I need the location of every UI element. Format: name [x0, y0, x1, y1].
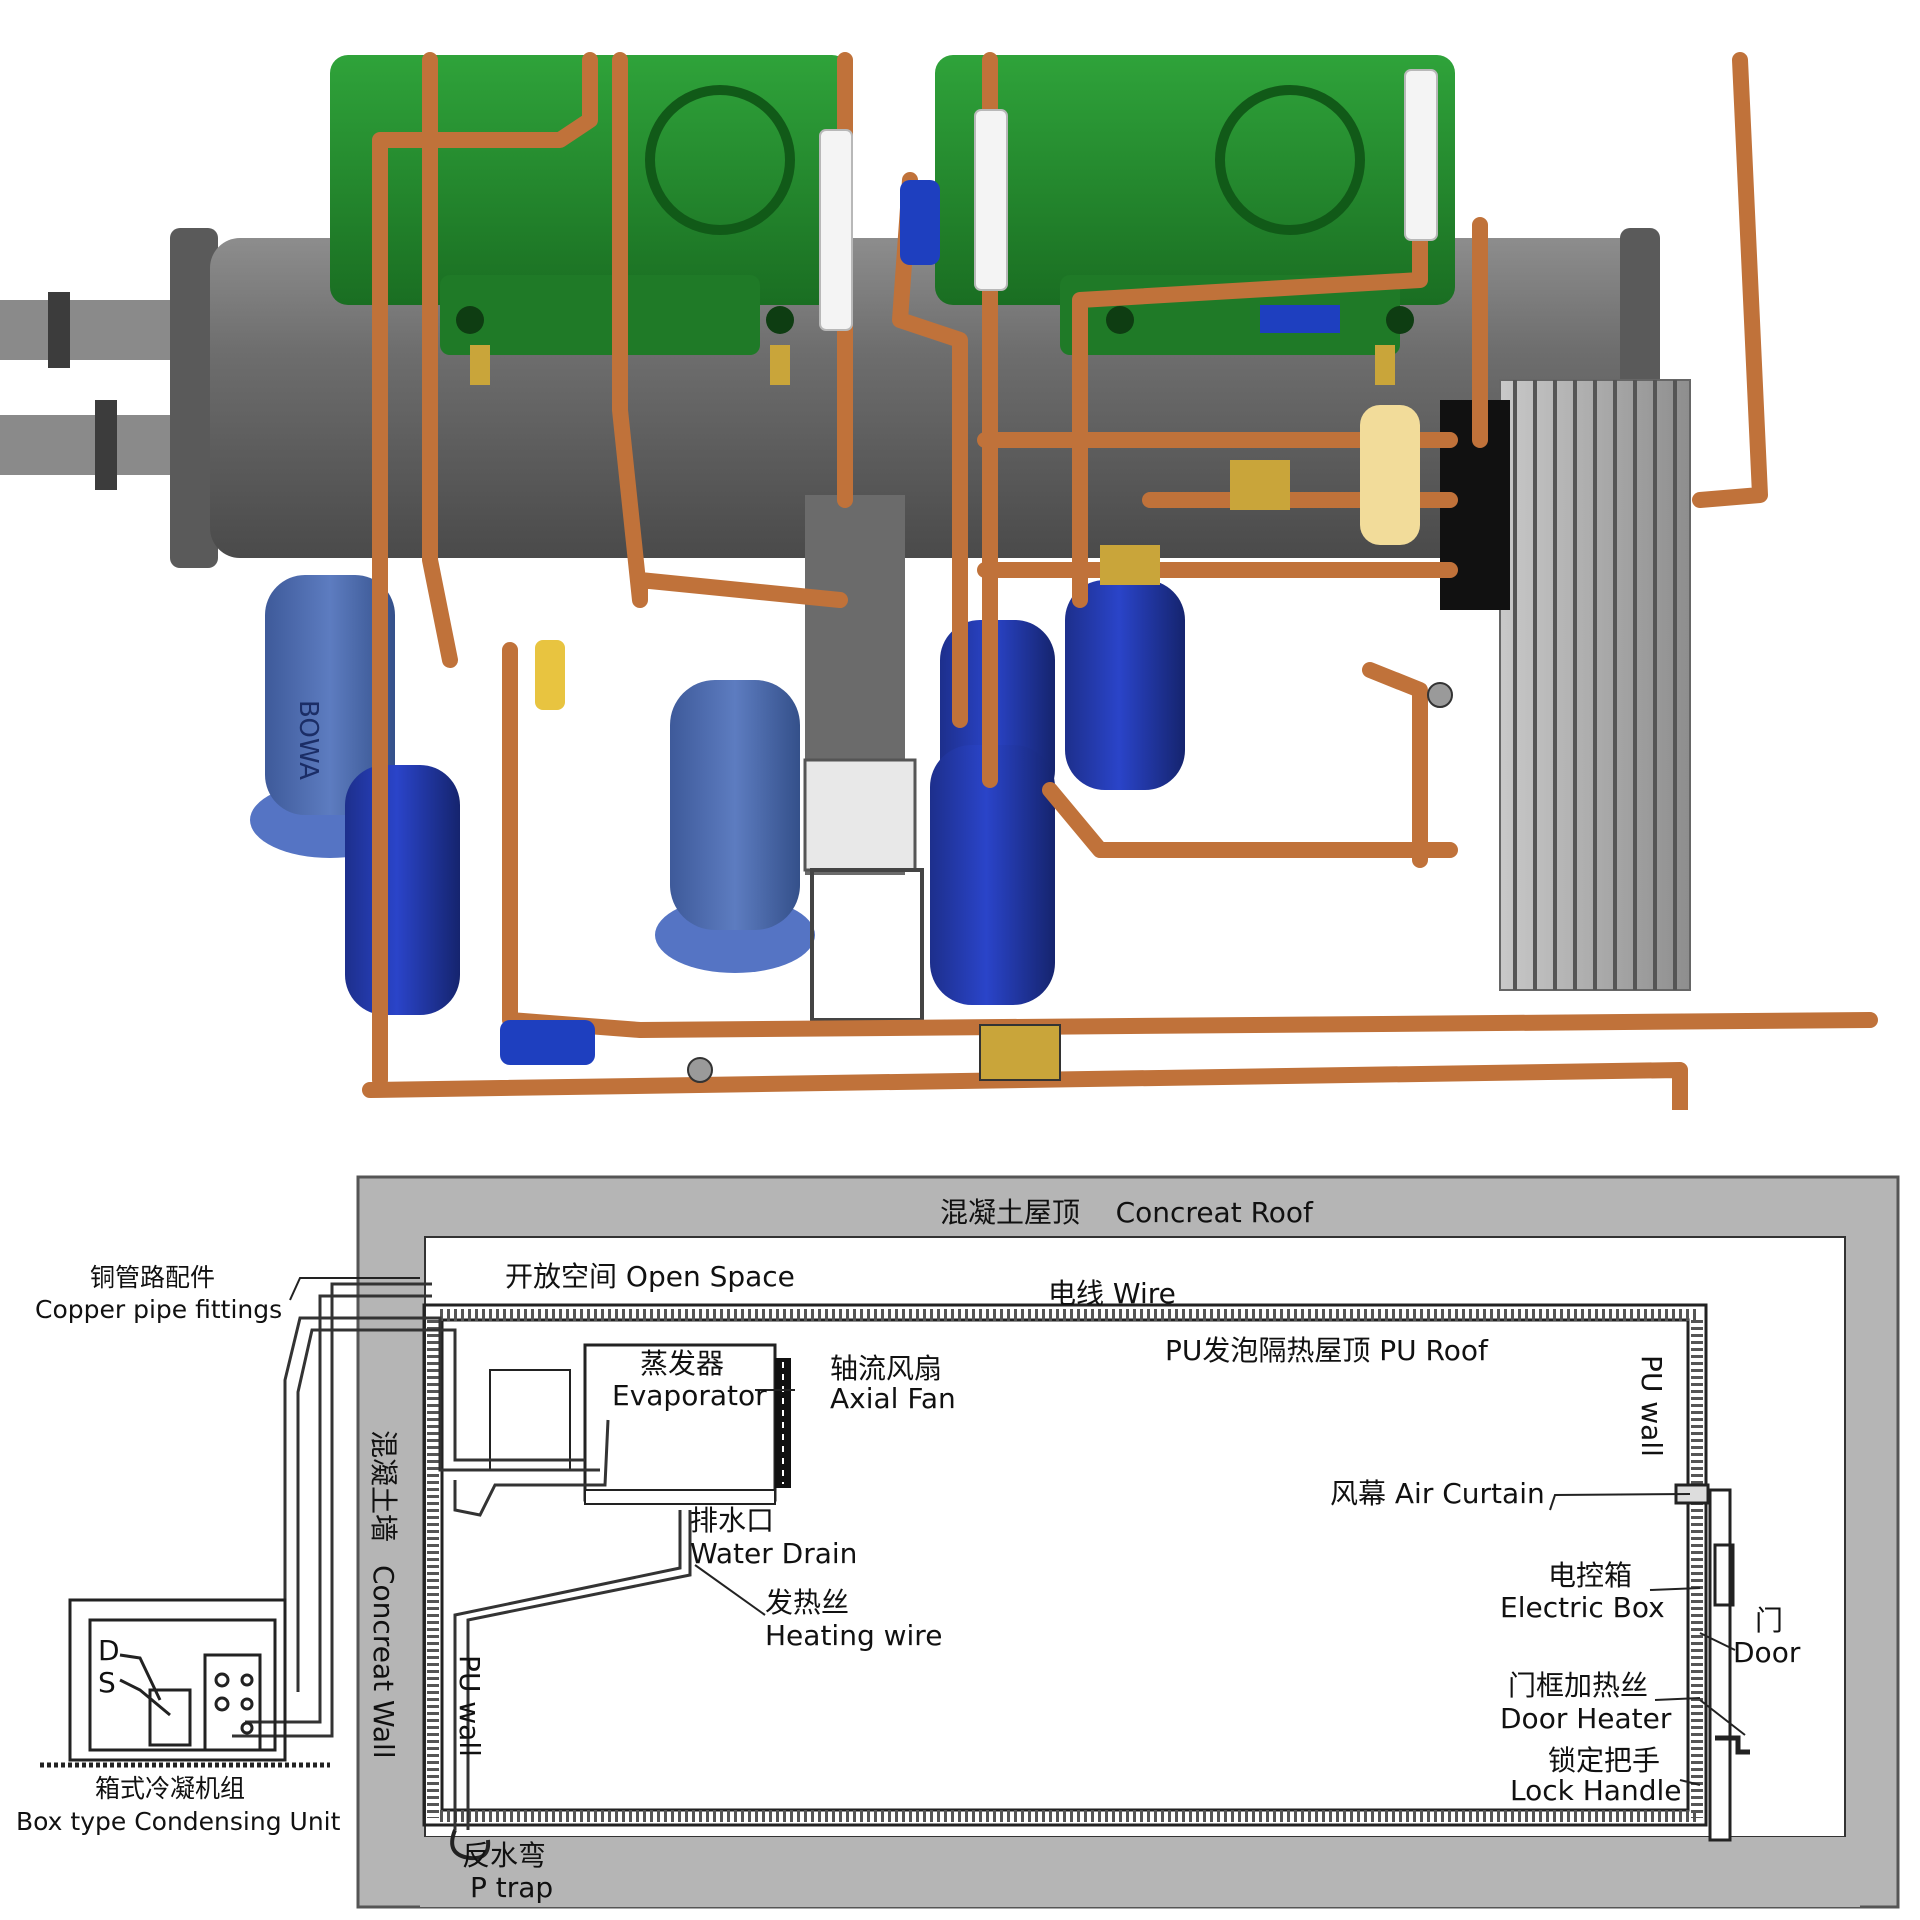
cold-room-schematic: 混凝土屋顶 Concreat Roof 铜管路配件 Copper pipe fi…: [16, 1175, 1900, 1909]
water-inlet-pipes: [0, 292, 180, 490]
valves-and-filters: [500, 180, 1453, 1083]
heating-wire-en: Heating wire: [765, 1619, 942, 1652]
door-heater-en: Door Heater: [1500, 1702, 1672, 1735]
pu-roof-label: PU发泡隔热屋顶 PU Roof: [1165, 1334, 1489, 1367]
heating-wire-cn: 发热丝: [765, 1586, 849, 1619]
electric-box-en: Electric Box: [1500, 1591, 1665, 1624]
semi-hermetic-compressor-right: [935, 55, 1455, 385]
roof-label: 混凝土屋顶 Concreat Roof: [940, 1196, 1314, 1229]
plate-heat-exchanger: [803, 495, 924, 1022]
p-trap: [450, 1829, 491, 1861]
d-label: D: [98, 1634, 120, 1667]
copper-fittings-cn: 铜管路配件: [90, 1263, 215, 1292]
leader-lines: [289, 1277, 1746, 1786]
evaporator-cn: 蒸发器: [640, 1347, 724, 1380]
refrigeration-unit-render: BOWA: [0, 52, 1878, 1110]
pu-wall-right-label: PU wall: [1635, 1355, 1668, 1457]
finned-coil: [1440, 379, 1691, 991]
door-cn: 门: [1755, 1604, 1783, 1637]
pu-wall-left-label: PU wall: [453, 1655, 486, 1757]
s-label: S: [98, 1666, 116, 1699]
wire-label: 电线 Wire: [1048, 1277, 1176, 1310]
door-assembly: [1674, 1483, 1750, 1755]
evaporator: [489, 1343, 777, 1505]
pu-insulated-box: [422, 1303, 1732, 1842]
concrete-structure: [356, 1175, 1900, 1909]
water-drain-cn: 排水口: [690, 1504, 774, 1537]
door-en: Door: [1733, 1636, 1801, 1669]
lock-handle-en: Lock Handle: [1510, 1774, 1682, 1807]
concrete-wall-en: Concreat Wall: [367, 1565, 400, 1759]
axial-fan-cn: 轴流风扇: [830, 1352, 942, 1385]
electric-box-cn: 电控箱: [1548, 1559, 1632, 1592]
open-space-label: 开放空间 Open Space: [505, 1260, 795, 1293]
evaporator-en: Evaporator: [612, 1379, 767, 1412]
refrigerant-piping: [232, 1282, 692, 1830]
condensing-unit: [40, 1598, 330, 1768]
liquid-receivers: BOWA: [250, 575, 1185, 1015]
air-curtain-label: 风幕 Air Curtain: [1330, 1477, 1545, 1510]
copper-fittings-en: Copper pipe fittings: [35, 1295, 282, 1324]
door-heater-cn: 门框加热丝: [1508, 1669, 1648, 1702]
axial-fan-en: Axial Fan: [830, 1382, 956, 1415]
lock-handle-cn: 锁定把手: [1548, 1744, 1660, 1777]
insulated-pipes: [819, 69, 1438, 331]
semi-hermetic-compressor-left: [330, 55, 850, 385]
p-trap-cn: 反水弯: [462, 1839, 546, 1872]
brand-mark: BOWA: [293, 700, 323, 780]
condensing-unit-en: Box type Condensing Unit: [16, 1807, 341, 1836]
axial-fan: [775, 1358, 791, 1488]
condensing-unit-cn: 箱式冷凝机组: [95, 1774, 245, 1803]
water-drain-en: Water Drain: [690, 1537, 857, 1570]
concrete-wall-cn: 混凝土墙: [367, 1430, 400, 1542]
p-trap-en: P trap: [470, 1871, 553, 1904]
